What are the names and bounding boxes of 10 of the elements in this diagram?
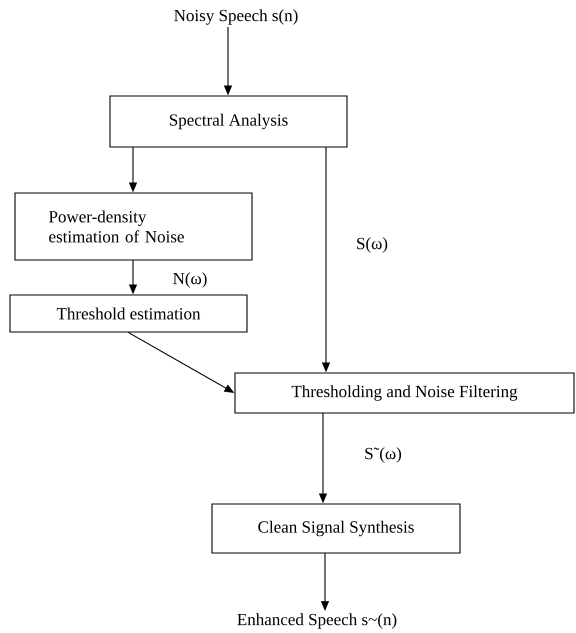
edge-label: S(ω) xyxy=(355,236,389,254)
edge-label: N(ω) xyxy=(172,271,208,289)
edge-label: S˜(ω) xyxy=(363,446,403,464)
io-text: Noisy Speech s(n) xyxy=(174,9,298,25)
process-box: Power-density estimation of Noise xyxy=(14,192,253,261)
io-text: Enhanced Speech s~(n) xyxy=(237,613,396,629)
process-box: Spectral Analysis xyxy=(109,95,348,148)
process-box: Clean Signal Synthesis xyxy=(211,503,461,554)
process-box: Thresholding and Noise Filtering xyxy=(234,372,575,414)
process-box: Threshold estimation xyxy=(9,294,248,333)
